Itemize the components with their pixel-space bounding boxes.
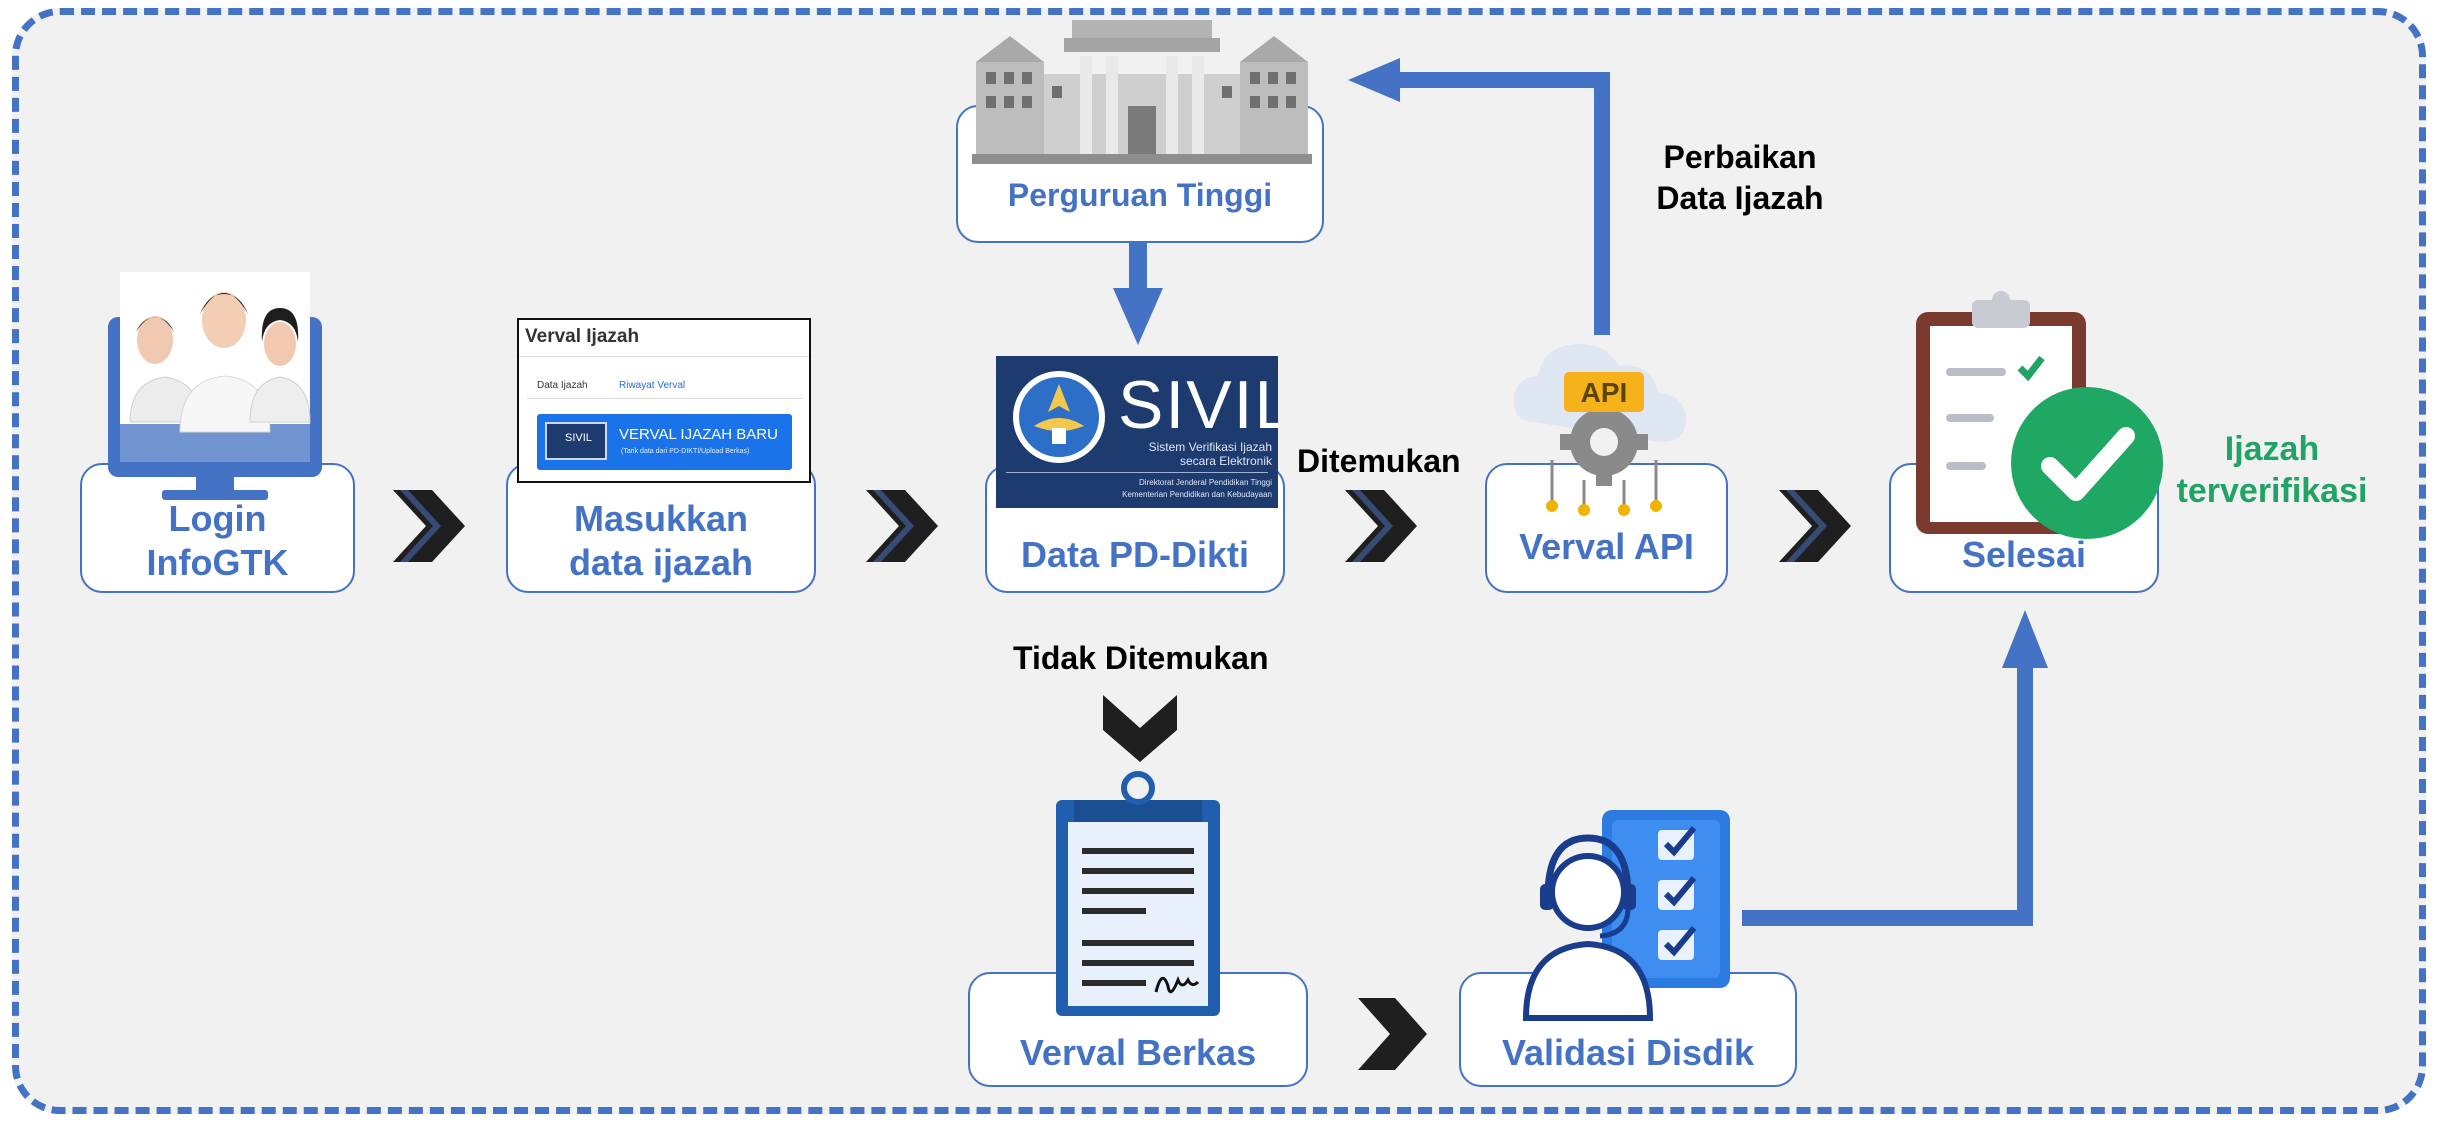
chevron-down-icon <box>1103 695 1177 762</box>
step-label: Data PD-Dikti <box>1020 534 1250 575</box>
tut-wuri-handayani-emblem-icon <box>1013 371 1105 463</box>
step-label: Verval API <box>1519 526 1694 567</box>
chevron-right-icon <box>393 490 465 562</box>
step-label: Validasi Disdik <box>1501 1032 1755 1073</box>
chevron-right-icon <box>1358 998 1427 1070</box>
users-computer-icon <box>108 272 322 500</box>
step-label: Selesai <box>1961 534 2087 575</box>
api-badge: API <box>1581 377 1628 408</box>
chevron-right-icon <box>1779 490 1851 562</box>
university-building-icon <box>972 20 1312 164</box>
sivil-org-2: Kementerian Pendidikan dan Kebudayaan <box>1122 490 1272 499</box>
verval-ijazah-screenshot: Verval Ijazah Data Ijazah Riwayat Verval… <box>517 318 811 483</box>
step-label: Verval Berkas <box>1019 1032 1257 1073</box>
button-title: VERVAL IJAZAH BARU <box>619 426 778 443</box>
step-verval-berkas: Verval Berkas <box>968 972 1308 1087</box>
arrow-down-to-pddikti <box>1113 288 1163 345</box>
step-label: Perguruan Tinggi <box>1007 177 1273 213</box>
chevron-right-icon <box>1345 490 1417 562</box>
step-label: Login InfoGTK <box>146 498 289 583</box>
arrow-up-to-selesai <box>2002 610 2048 668</box>
sivil-mini-logo: SIVIL <box>565 432 592 444</box>
arrow-left-to-perguruan <box>1348 58 1400 102</box>
sivil-logo: SIVIL Sistem Verifikasi Ijazah secara El… <box>996 356 1278 508</box>
sivil-subtitle-1: Sistem Verifikasi Ijazah <box>1148 440 1272 454</box>
document-clipboard-icon <box>1056 771 1220 1016</box>
chevron-right-icon <box>866 490 938 562</box>
step-label: Masukkan data ijazah <box>568 498 754 583</box>
sivil-title: SIVIL <box>1118 367 1278 443</box>
tab-riwayat-verval[interactable]: Riwayat Verval <box>619 380 686 391</box>
tab-data-ijazah[interactable]: Data Ijazah <box>537 380 588 391</box>
check-circle-icon <box>2011 387 2163 539</box>
label-tidak-ditemukan: Tidak Ditemukan <box>1013 640 1269 676</box>
button-subtitle: (Tarik data dari PD-DIKTI/Upload Berkas) <box>621 448 750 455</box>
sivil-subtitle-2: secara Elektronik <box>1179 454 1272 468</box>
sivil-org-1: Direktorat Jenderal Pendidikan Tinggi <box>1139 478 1272 487</box>
verval-ijazah-baru-button[interactable]: SIVIL VERVAL IJAZAH BARU (Tarik data dar… <box>537 414 792 470</box>
screenshot-title: Verval Ijazah <box>525 326 640 347</box>
label-perbaikan-data-ijazah: Perbaikan Data Ijazah <box>1656 139 1824 216</box>
support-agent-checklist-icon <box>1522 810 1730 1021</box>
label-ditemukan: Ditemukan <box>1297 443 1461 479</box>
label-ijazah-terverifikasi: Ijazah terverifikasi <box>2176 430 2368 510</box>
api-cloud-gear-icon: API <box>1514 344 1686 516</box>
